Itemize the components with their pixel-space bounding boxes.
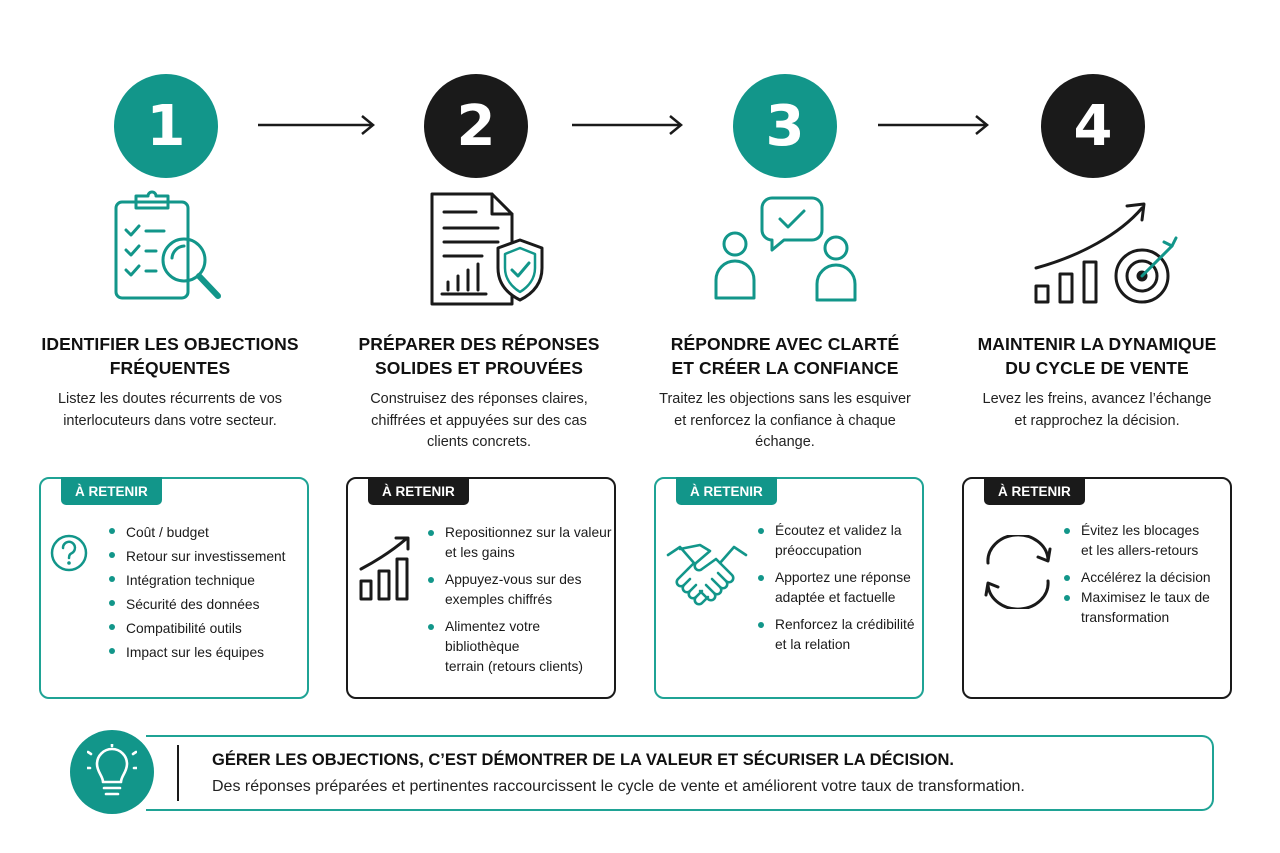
card-tag: À RETENIR bbox=[676, 477, 777, 505]
card-tag: À RETENIR bbox=[984, 477, 1085, 505]
list-item: Retour sur investissement bbox=[109, 545, 286, 569]
banner-text: Des réponses préparées et pertinentes ra… bbox=[212, 778, 1025, 795]
step-4-description: Levez les freins, avancez l’échange et r… bbox=[982, 391, 1212, 429]
step-3-description: Traitez les objections sans les esquiver… bbox=[659, 391, 911, 450]
lightbulb-icon bbox=[87, 744, 137, 796]
card-1-list: Coût / budget Retour sur investissement … bbox=[109, 521, 286, 665]
arrow-right-icon bbox=[258, 115, 375, 135]
card-step-1: À RETENIR Coût / budget Retour sur inves… bbox=[39, 477, 309, 699]
step-2-title: PRÉPARER DES RÉPONSES SOLIDES ET PROUVÉE… bbox=[358, 334, 600, 378]
refresh-cycle-icon bbox=[984, 535, 1052, 609]
banner-title: GÉRER LES OBJECTIONS, C’EST DÉMONTRER DE… bbox=[212, 751, 954, 769]
card-tag: À RETENIR bbox=[368, 477, 469, 505]
lightbulb-badge bbox=[70, 730, 154, 814]
step-1-number: 1 bbox=[114, 74, 218, 178]
banner-divider bbox=[177, 745, 179, 801]
list-item: Impact sur les équipes bbox=[109, 641, 286, 665]
step-1-title: IDENTIFIER LES OBJECTIONS FRÉQUENTES bbox=[41, 334, 299, 378]
step-3-number: 3 bbox=[733, 74, 837, 178]
step-1-description: Listez les doutes récurrents de vos inte… bbox=[57, 391, 283, 429]
arrow-right-icon bbox=[572, 115, 683, 135]
document-shield-icon bbox=[430, 192, 544, 306]
bar-chart-growth-icon bbox=[359, 536, 410, 601]
growth-target-icon bbox=[1034, 202, 1178, 304]
card-tag: À RETENIR bbox=[61, 477, 162, 505]
clipboard-search-icon bbox=[114, 190, 221, 300]
step-2-number: 2 bbox=[424, 74, 528, 178]
arrow-right-icon bbox=[878, 115, 989, 135]
handshake-icon bbox=[666, 543, 748, 606]
question-icon bbox=[50, 534, 88, 572]
step-4-title: MAINTENIR LA DYNAMIQUE DU CYCLE DE VENTE bbox=[977, 334, 1217, 378]
step-3-title: RÉPONDRE AVEC CLARTÉ ET CRÉER LA CONFIAN… bbox=[670, 334, 900, 378]
conversation-icon bbox=[714, 196, 857, 302]
list-item: Coût / budget bbox=[109, 521, 286, 545]
key-message-banner bbox=[146, 735, 1214, 811]
step-2-description: Construisez des réponses claires, chiffr… bbox=[370, 391, 588, 450]
step-4-number: 4 bbox=[1041, 74, 1145, 178]
list-item: Intégration technique bbox=[109, 569, 286, 593]
list-item: Sécurité des données bbox=[109, 593, 286, 617]
list-item: Accélérez la décision bbox=[1064, 568, 1211, 588]
list-item: Compatibilité outils bbox=[109, 617, 286, 641]
